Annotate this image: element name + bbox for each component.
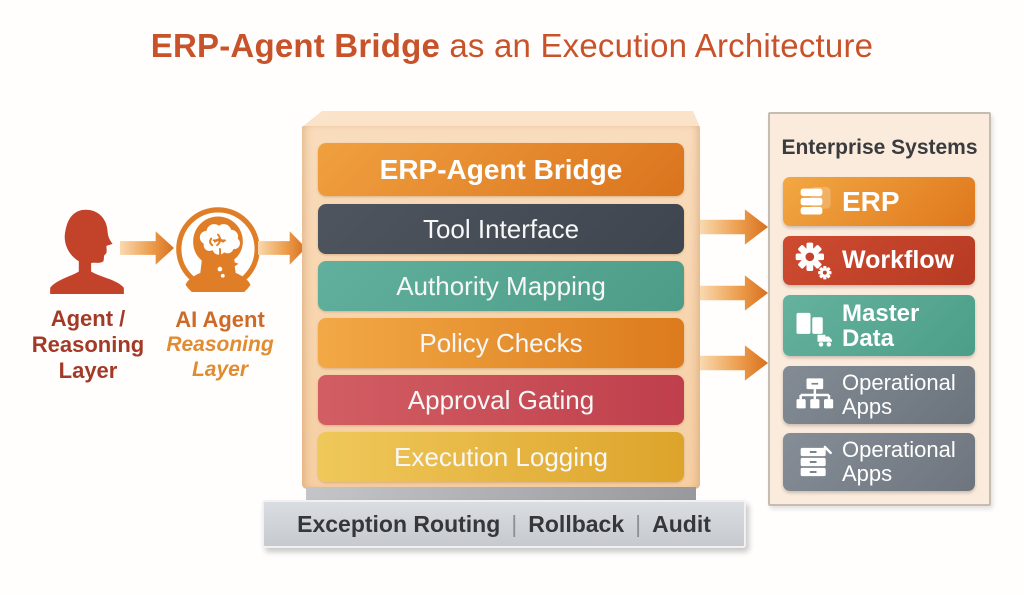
- org-chart-icon: [792, 375, 836, 415]
- separator: |: [635, 510, 642, 537]
- page-title-rest: as an Execution Architecture: [440, 27, 874, 64]
- page-title: ERP-Agent Bridge as an Execution Archite…: [0, 27, 1024, 65]
- person-icon: [50, 209, 124, 294]
- layer-authority-mapping: Authority Mapping: [318, 261, 684, 311]
- system-label: Master Data: [842, 299, 920, 352]
- arrow-right-icon: [258, 231, 306, 265]
- layer-execution-logging: Execution Logging: [318, 432, 684, 482]
- bridge-container: ERP-Agent Bridge Tool Interface Authorit…: [302, 111, 700, 489]
- enterprise-systems-panel: Enterprise Systems ERP: [768, 112, 991, 506]
- bridge-container-lid: [302, 111, 700, 127]
- separator: |: [511, 510, 518, 537]
- system-label: Operational Apps: [842, 437, 956, 486]
- layer-approval-gating: Approval Gating: [318, 375, 684, 425]
- logistics-icon: [792, 305, 836, 347]
- system-operational-apps-1: Operational Apps: [783, 366, 975, 424]
- arrow-right-icon: [120, 231, 174, 265]
- enterprise-systems-title: Enterprise Systems: [781, 136, 978, 159]
- database-icon: [792, 182, 836, 222]
- bridge-header-bar: ERP-Agent Bridge: [318, 143, 684, 196]
- arrow-right-icon: [700, 209, 768, 245]
- rollback-item: Rollback: [528, 510, 625, 537]
- bridge-base-strip: [306, 487, 696, 501]
- agent-layer-label: Agent / Reasoning Layer: [31, 306, 145, 383]
- page-title-bold: ERP-Agent Bridge: [150, 27, 440, 64]
- system-master-data: Master Data: [783, 295, 975, 356]
- arrow-right-icon: [700, 345, 768, 381]
- ai-brain-icon: [176, 207, 260, 292]
- arrow-right-icon: [700, 275, 768, 311]
- ai-agent-label-bold: AI Agent: [175, 307, 265, 332]
- system-label: ERP: [842, 185, 900, 217]
- system-label: Operational Apps: [842, 370, 956, 419]
- exception-routing-bar: Exception Routing | Rollback | Audit: [262, 500, 746, 548]
- system-erp: ERP: [783, 177, 975, 226]
- system-operational-apps-2: Operational Apps: [783, 433, 975, 491]
- layer-policy-checks: Policy Checks: [318, 318, 684, 368]
- exception-item: Exception Routing: [297, 510, 501, 537]
- audit-item: Audit: [652, 510, 711, 537]
- ai-agent-label-italic: Reasoning Layer: [166, 333, 274, 381]
- system-workflow: Workflow: [783, 236, 975, 285]
- ai-agent-label: AI Agent Reasoning Layer: [158, 307, 282, 382]
- drawers-icon: [792, 442, 836, 482]
- gears-icon: [792, 241, 836, 281]
- system-label: Workflow: [842, 246, 955, 274]
- layer-tool-interface: Tool Interface: [318, 204, 684, 254]
